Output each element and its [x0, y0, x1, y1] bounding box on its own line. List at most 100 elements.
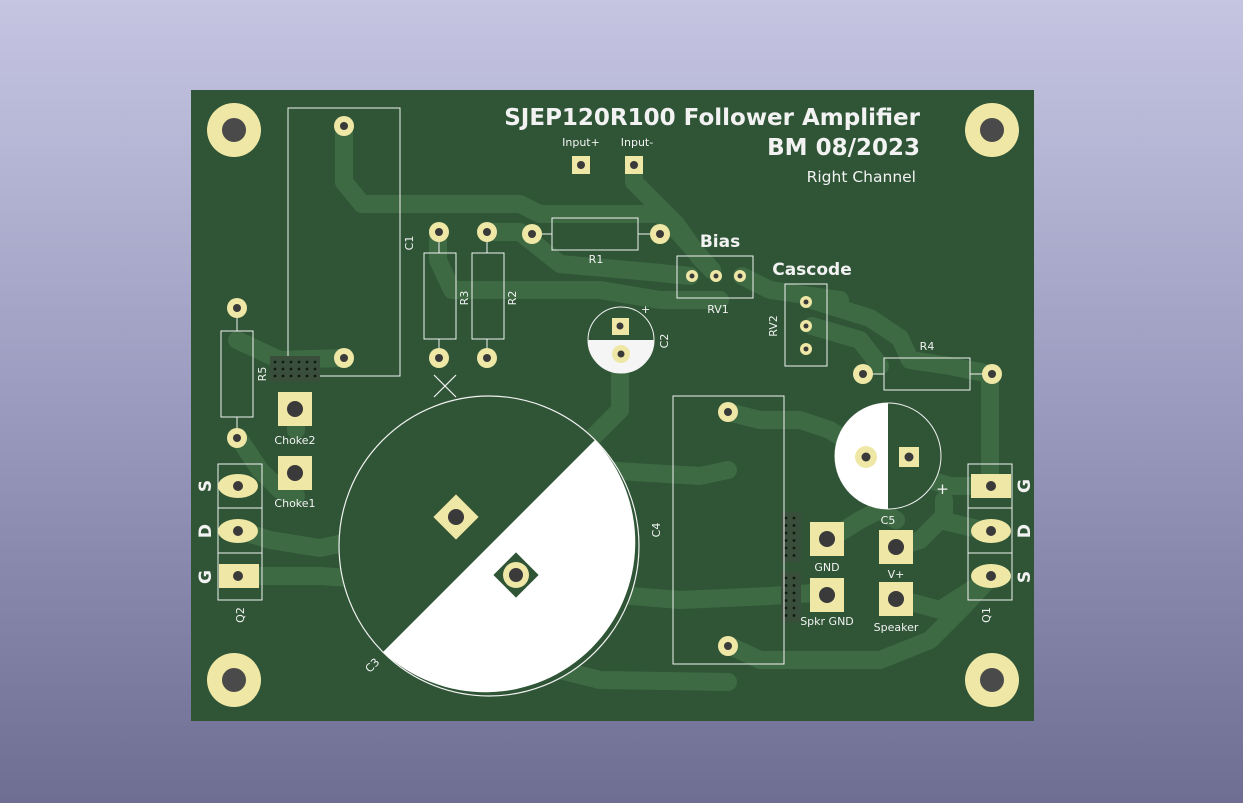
- rv1-label: RV1: [707, 303, 729, 316]
- choke2-pad[interactable]: [278, 392, 312, 426]
- transistor-q2[interactable]: [217, 463, 263, 601]
- jumper-dot: [784, 531, 788, 535]
- jumper-array-right: [781, 512, 801, 622]
- spkr-gnd-label: Spkr GND: [800, 615, 854, 628]
- jumper-dot: [792, 606, 796, 610]
- resistor-r3[interactable]: [423, 222, 457, 368]
- jumper-dot: [273, 367, 277, 371]
- c2-plus-sign: +: [641, 303, 650, 316]
- jumper-dot: [289, 367, 293, 371]
- input-plus-label: Input+: [562, 136, 600, 149]
- choke1-label: Choke1: [274, 497, 315, 510]
- q1-pin-g: G: [1015, 479, 1035, 493]
- jumper-dot: [784, 591, 788, 595]
- jumper-dot: [273, 360, 277, 364]
- r4-label: R4: [920, 340, 935, 353]
- jumper-dot: [784, 614, 788, 617]
- trimmer-rv1[interactable]: [676, 255, 754, 299]
- v-plus-pad[interactable]: [879, 530, 913, 564]
- jumper-dot: [289, 374, 293, 378]
- q1-label: Q1: [980, 607, 993, 623]
- r3-label: R3: [458, 291, 471, 306]
- input-plus-connector[interactable]: [572, 156, 590, 174]
- r2-label: R2: [506, 291, 519, 306]
- q1-pin-s: S: [1015, 571, 1035, 583]
- jumper-dot: [784, 516, 788, 520]
- jumper-dot: [784, 584, 788, 587]
- board-subtitle: Right Channel: [807, 168, 916, 186]
- jumper-dot: [784, 599, 788, 602]
- resistor-r4[interactable]: [853, 357, 1002, 391]
- q1-pin-d: D: [1015, 524, 1035, 538]
- q2-pin-d: D: [196, 524, 216, 538]
- jumper-dot: [273, 374, 277, 378]
- bias-label: Bias: [700, 232, 740, 252]
- jumper-dot: [784, 554, 788, 557]
- jumper-dot: [297, 360, 301, 364]
- capacitor-c5[interactable]: [834, 402, 942, 510]
- jumper-dot: [792, 584, 796, 587]
- board-title-line2: BM 08/2023: [767, 135, 920, 161]
- c2-label: C2: [658, 334, 671, 349]
- jumper-dot: [313, 374, 317, 378]
- jumper-dot: [784, 539, 788, 542]
- jumper-dot: [792, 614, 796, 617]
- jumper-dot: [792, 516, 796, 520]
- choke1-pad[interactable]: [278, 456, 312, 490]
- x-mark-icon: [433, 374, 457, 398]
- r1-label: R1: [589, 253, 604, 266]
- jumper-dot: [281, 360, 285, 364]
- capacitor-c1[interactable]: [287, 107, 401, 377]
- q2-pin-g: G: [196, 570, 216, 584]
- jumper-dot: [305, 374, 309, 378]
- choke2-label: Choke2: [274, 434, 315, 447]
- jumper-dot: [792, 576, 796, 580]
- speaker-pad[interactable]: [879, 582, 913, 616]
- capacitor-c3[interactable]: [338, 395, 640, 697]
- jumper-dot: [792, 546, 796, 550]
- resistor-r5[interactable]: [220, 298, 254, 448]
- jumper-dot: [792, 539, 796, 542]
- jumper-dot: [784, 524, 788, 527]
- trimmer-rv2[interactable]: [784, 283, 828, 367]
- c5-label: C5: [881, 514, 896, 527]
- jumper-dot: [792, 554, 796, 557]
- jumper-dot: [297, 374, 301, 378]
- cascode-label: Cascode: [772, 260, 852, 280]
- input-minus-label: Input-: [621, 136, 653, 149]
- jumper-dot: [792, 599, 796, 602]
- capacitor-c2[interactable]: [587, 306, 655, 374]
- r5-label: R5: [256, 367, 269, 382]
- jumper-dot: [792, 531, 796, 535]
- gnd-pad[interactable]: [810, 522, 844, 556]
- jumper-dot: [289, 360, 293, 364]
- spkr-gnd-pad[interactable]: [810, 578, 844, 612]
- q2-label: Q2: [234, 607, 247, 623]
- rv2-label: RV2: [767, 315, 780, 337]
- c1-label: C1: [403, 236, 416, 251]
- jumper-dot: [305, 360, 309, 364]
- jumper-array-left: [270, 356, 320, 382]
- jumper-dot: [792, 524, 796, 527]
- jumper-dot: [281, 367, 285, 371]
- mounting-holes: [207, 103, 1019, 707]
- jumper-dot: [784, 546, 788, 550]
- c4-label: C4: [650, 523, 663, 538]
- gnd-label: GND: [814, 561, 839, 574]
- c5-plus-sign: +: [936, 480, 949, 498]
- jumper-dot: [313, 360, 317, 364]
- transistor-q1[interactable]: [967, 463, 1013, 601]
- jumper-dot: [313, 367, 317, 371]
- jumper-dot: [784, 576, 788, 580]
- input-minus-connector[interactable]: [625, 156, 643, 174]
- jumper-dot: [297, 367, 301, 371]
- resistor-r2[interactable]: [471, 222, 505, 368]
- copper-traces: [228, 117, 999, 691]
- resistor-r1[interactable]: [522, 217, 670, 251]
- v-plus-label: V+: [888, 568, 905, 581]
- speaker-label: Speaker: [874, 621, 919, 634]
- q2-pin-s: S: [196, 480, 216, 492]
- capacitor-c4[interactable]: [672, 395, 785, 665]
- jumper-dot: [792, 591, 796, 595]
